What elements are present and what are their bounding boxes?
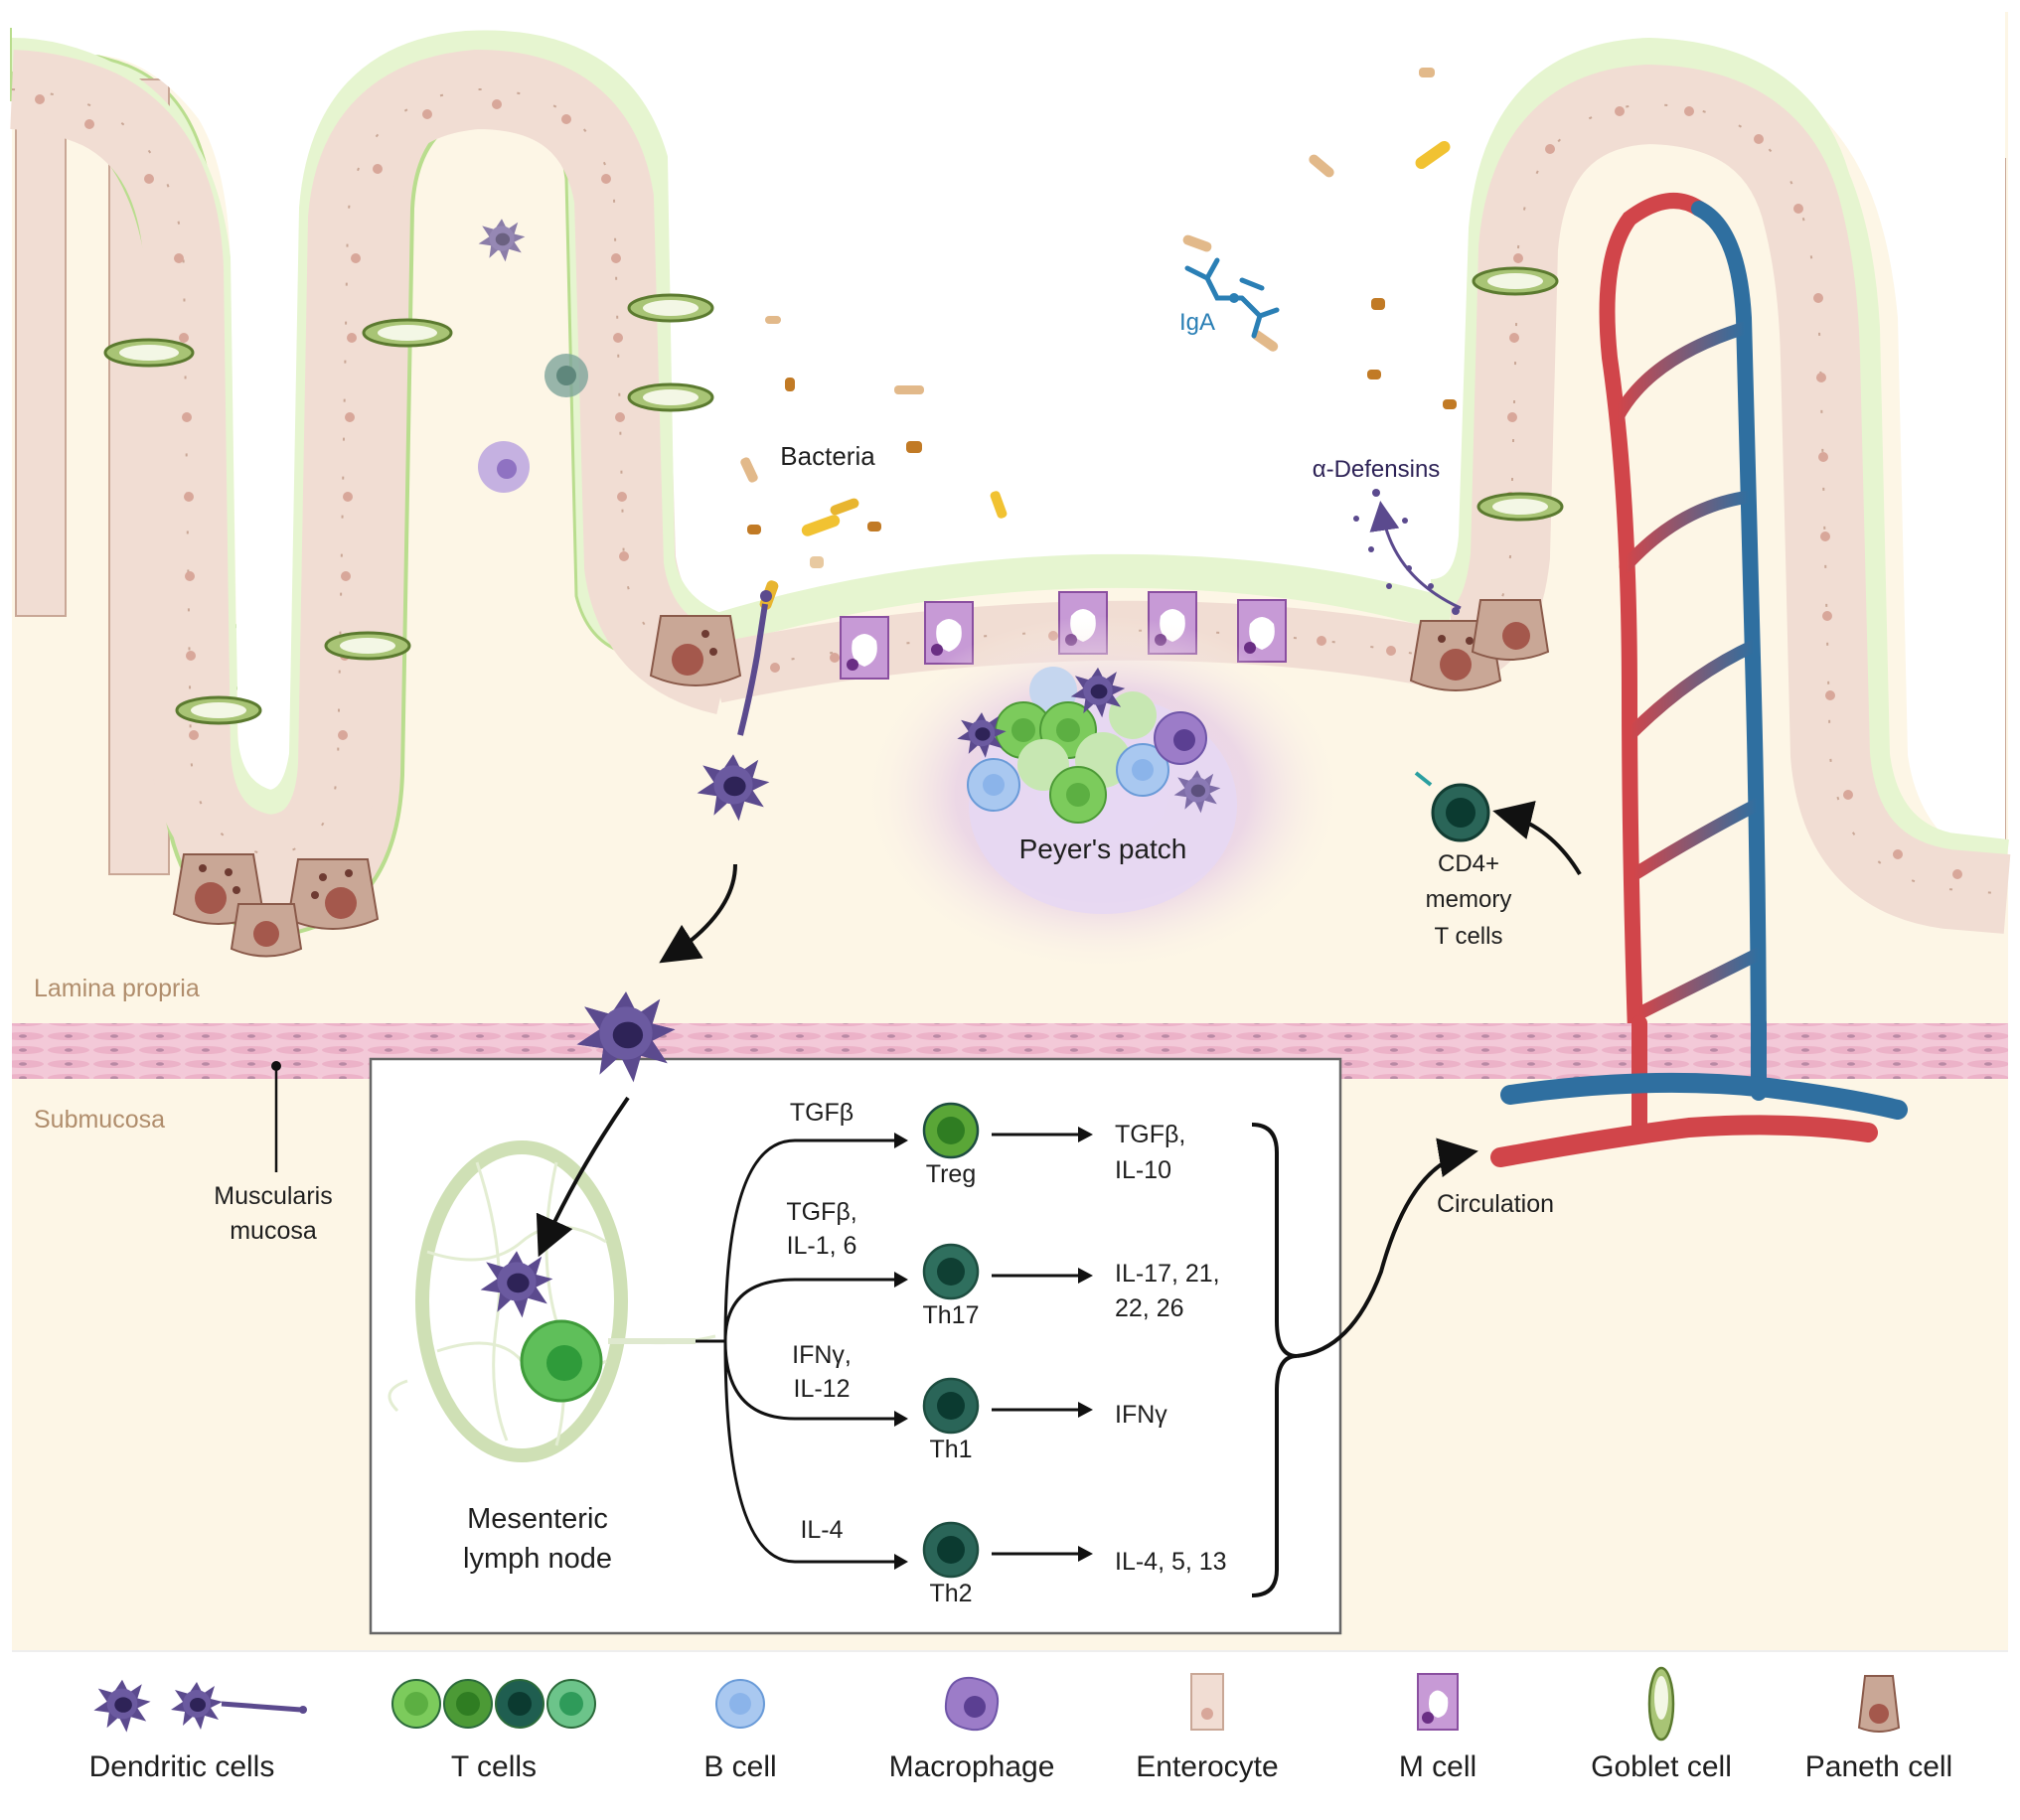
legend-label: Macrophage xyxy=(889,1750,1055,1783)
legend-label: Enterocyte xyxy=(1136,1750,1278,1783)
inducer-label: TGFβ, xyxy=(786,1198,856,1226)
legend-item-b-cell: B cell xyxy=(703,1679,777,1783)
lamina-free-cells xyxy=(478,219,588,493)
cd4-label-line2: memory xyxy=(1426,886,1512,913)
iga-antibody: IgA xyxy=(1179,257,1280,339)
legend-label: Dendritic cells xyxy=(89,1750,275,1783)
cd4-memory-t-cell: CD4+ memory T cells xyxy=(1414,771,1582,950)
b-cell-icon xyxy=(715,1679,765,1729)
legend-item-paneth-cell: Paneth cell xyxy=(1805,1675,1952,1783)
peyers-patch: Peyer's patch xyxy=(859,616,1346,974)
legend-item-dendritic-cell: Dendritic cells xyxy=(89,1679,307,1783)
cell-label-th17: Th17 xyxy=(923,1301,980,1329)
muscularis-label-line1: Muscularis xyxy=(214,1182,332,1210)
cytokine-arrowhead xyxy=(1078,1402,1093,1418)
pathway-th17: Th17 TGFβ, IL-1, 6 IL-17, 21, 22, 26 xyxy=(786,1198,1219,1329)
bacteria-label: Bacteria xyxy=(780,441,875,471)
legend: Dendritic cells T cells B cell Macrophage En… xyxy=(12,1650,2008,1808)
peyers-patch-label: Peyer's patch xyxy=(1019,834,1187,864)
goblet-cell-icon xyxy=(1647,1666,1675,1742)
lamina-propria-label: Lamina propria xyxy=(34,975,200,1002)
muscularis-pointer: Muscularis mucosa xyxy=(214,1061,333,1245)
cell-label-th1: Th1 xyxy=(929,1436,972,1463)
cytokine-output-label: IL-10 xyxy=(1115,1156,1171,1184)
cytokine-arrowhead xyxy=(1078,1268,1093,1284)
cytokine-output-label: IL-4, 5, 13 xyxy=(1115,1548,1227,1576)
paneth-cells xyxy=(172,599,1550,958)
m-cell-icon xyxy=(1417,1673,1459,1731)
cytokine-arrowhead xyxy=(1078,1546,1093,1562)
inducer-label: IFNγ, xyxy=(792,1341,852,1369)
enterocyte-icon xyxy=(1190,1673,1224,1731)
iga-label: IgA xyxy=(1179,309,1215,336)
cytokine-arrowhead xyxy=(1078,1127,1093,1142)
enterocyte-nuclei xyxy=(35,94,1962,879)
th2-cell-nucleus xyxy=(937,1536,965,1564)
legend-label: B cell xyxy=(703,1750,776,1783)
legend-label: T cells xyxy=(451,1750,537,1783)
cytokine-output-label: IL-17, 21, xyxy=(1115,1260,1220,1288)
inducer-label: IL-1, 6 xyxy=(787,1232,857,1260)
cytokine-output-label: TGFβ, xyxy=(1115,1121,1185,1148)
alpha-defensins-label: α-Defensins xyxy=(1313,456,1441,483)
legend-item-macrophage: Macrophage xyxy=(889,1676,1055,1783)
mesenteric-lymph-node: Mesenteric lymph node xyxy=(388,1096,716,1575)
muscularis-label-line2: mucosa xyxy=(230,1217,317,1245)
cell-label-treg: Treg xyxy=(926,1160,976,1188)
dendritic-cell-migration xyxy=(576,590,772,1083)
cd4-label-line3: T cells xyxy=(1435,923,1503,950)
blood-vessels-lower xyxy=(1490,1015,1908,1167)
dendritic-cell-icon xyxy=(93,1679,307,1733)
legend-item-m-cell: M cell xyxy=(1399,1673,1476,1783)
lymph-node-label-line1: Mesenteric xyxy=(467,1503,608,1535)
circulation-label: Circulation xyxy=(1437,1190,1554,1218)
cd4-label-line1: CD4+ xyxy=(1438,850,1499,877)
submucosa-label: Submucosa xyxy=(34,1106,165,1134)
inducer-label: TGFβ xyxy=(790,1099,854,1127)
differentiation-branches xyxy=(696,1138,894,1564)
inducer-label: IL-12 xyxy=(794,1375,851,1403)
legend-item-goblet-cell: Goblet cell xyxy=(1591,1666,1732,1783)
bacteria-cluster: Bacteria xyxy=(740,68,1457,610)
inducer-label: IL-4 xyxy=(800,1516,843,1544)
t-cell-icon xyxy=(391,1679,596,1729)
macrophage-icon xyxy=(944,1676,1000,1732)
lymph-node-label-line2: lymph node xyxy=(463,1543,612,1575)
th17-cell-nucleus xyxy=(937,1258,965,1286)
intestinal-lumen xyxy=(12,12,2005,864)
legend-item-t-cell: T cells xyxy=(391,1679,596,1783)
treg-cell-nucleus xyxy=(937,1117,965,1144)
circulation-arrow: Circulation xyxy=(1296,1138,1554,1358)
legend-label: M cell xyxy=(1399,1750,1476,1783)
pathway-th2: Th2 IL-4IL-4, 5, 13 xyxy=(800,1516,1226,1607)
legend-label: Paneth cell xyxy=(1805,1750,1952,1783)
legend-label: Goblet cell xyxy=(1591,1750,1732,1783)
legend-item-enterocyte: Enterocyte xyxy=(1136,1673,1279,1783)
cell-label-th2: Th2 xyxy=(929,1580,972,1607)
cytokine-output-label: 22, 26 xyxy=(1115,1294,1184,1322)
alpha-defensins: α-Defensins xyxy=(1313,456,1462,615)
goblet-cells xyxy=(103,266,1564,725)
th1-cell-nucleus xyxy=(937,1392,965,1420)
epithelial-band xyxy=(9,30,2011,934)
paneth-cell-icon xyxy=(1857,1675,1901,1733)
cytokine-output-label: IFNγ xyxy=(1115,1401,1167,1429)
